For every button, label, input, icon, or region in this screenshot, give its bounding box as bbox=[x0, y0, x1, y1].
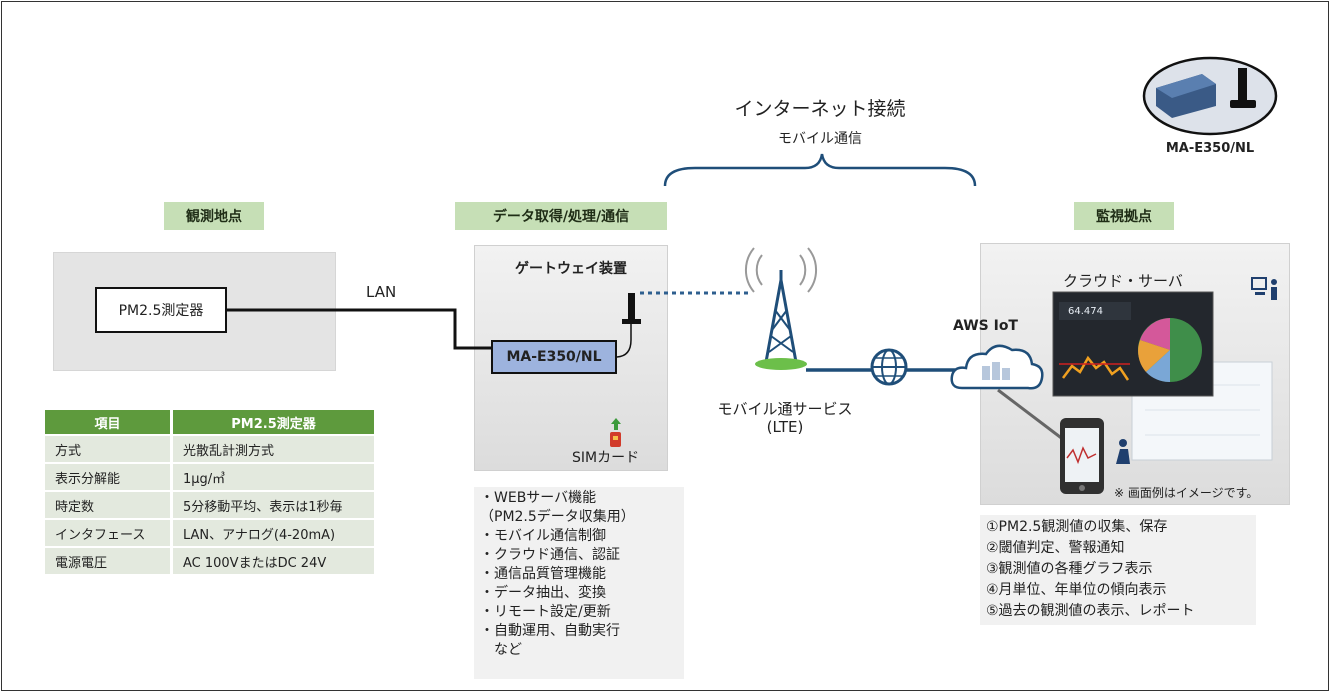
spec-value: 1µg/㎥ bbox=[170, 464, 374, 490]
spec-key: 方式 bbox=[45, 436, 170, 462]
mobile-service-lte: (LTE) bbox=[766, 418, 804, 436]
dashboard-value: 64.474 bbox=[1068, 306, 1103, 317]
spec-header-sensor: PM2.5測定器 bbox=[170, 410, 374, 434]
cell-tower-icon bbox=[744, 247, 818, 370]
list-item: など bbox=[480, 642, 522, 658]
table-row: 電源電圧 AC 100VまたはDC 24V bbox=[45, 548, 374, 574]
list-item: ・自動運用、自動実行 bbox=[480, 623, 620, 639]
mobile-service-label: モバイル通サービス bbox=[717, 400, 853, 418]
section-label-observation: 観測地点 bbox=[164, 202, 264, 230]
section-label-monitoring: 監視拠点 bbox=[1074, 202, 1174, 230]
monitoring-graphics bbox=[950, 277, 1277, 494]
list-item: ④月単位、年単位の傾向表示 bbox=[986, 582, 1167, 598]
table-row: 表示分解能 1µg/㎥ bbox=[45, 464, 374, 490]
pm25-sensor-box: PM2.5測定器 bbox=[95, 287, 227, 333]
sim-card-label: SIMカード bbox=[572, 450, 640, 466]
list-item: ③観測値の各種グラフ表示 bbox=[986, 561, 1153, 577]
spec-value: AC 100VまたはDC 24V bbox=[170, 548, 374, 574]
monitoring-functions-list: ①PM2.5観測値の収集、保存 ②閾値判定、警報通知 ③観測値の各種グラフ表示 … bbox=[980, 515, 1256, 625]
internet-title: インターネット接続 bbox=[734, 98, 906, 120]
table-row: インタフェース LAN、アナログ(4-20mA) bbox=[45, 520, 374, 546]
internet-brace bbox=[663, 153, 977, 187]
spec-header-item: 項目 bbox=[45, 410, 170, 434]
section-label-data-processing: データ取得/処理/通信 bbox=[455, 202, 667, 230]
cloud-icon bbox=[950, 344, 1044, 390]
table-row: 時定数 5分移動平均、表示は1秒毎 bbox=[45, 492, 374, 518]
internet-subtitle: モバイル通信 bbox=[778, 131, 862, 147]
spec-table-header: 項目 PM2.5測定器 bbox=[45, 410, 374, 434]
spec-key: 表示分解能 bbox=[45, 464, 170, 490]
spec-value: 光散乱計測方式 bbox=[170, 436, 374, 462]
spec-key: インタフェース bbox=[45, 520, 170, 546]
spec-value: 5分移動平均、表示は1秒毎 bbox=[170, 492, 374, 518]
spec-key: 電源電圧 bbox=[45, 548, 170, 574]
smartphone-icon bbox=[1060, 418, 1104, 494]
gateway-device-logo bbox=[1142, 56, 1278, 136]
operator-icon bbox=[1251, 277, 1277, 300]
globe-icon bbox=[870, 348, 908, 386]
list-item: ・クラウド通信、認証 bbox=[480, 547, 620, 563]
spec-value: LAN、アナログ(4-20mA) bbox=[170, 520, 374, 546]
gateway-title: ゲートウェイ装置 bbox=[515, 261, 627, 277]
table-row: 方式 光散乱計測方式 bbox=[45, 436, 374, 462]
list-item: ・データ抽出、変換 bbox=[480, 585, 606, 601]
list-item: ・モバイル通信制御 bbox=[480, 528, 606, 544]
gateway-functions-list: ・WEBサーバ機能 （PM2.5データ収集用） ・モバイル通信制御 ・クラウド通… bbox=[474, 487, 684, 679]
pm25-spec-table: 項目 PM2.5測定器 方式 光散乱計測方式 表示分解能 1µg/㎥ 時定数 5… bbox=[45, 408, 374, 576]
list-item: ①PM2.5観測値の収集、保存 bbox=[986, 519, 1168, 535]
list-item: ・WEBサーバ機能 bbox=[480, 490, 597, 506]
device-logo-label: MA-E350/NL bbox=[1165, 141, 1255, 156]
list-item: ・リモート設定/更新 bbox=[480, 604, 611, 620]
cloud-server-label: クラウド・サーバ bbox=[1063, 272, 1183, 290]
list-item: ⑤過去の観測値の表示、レポート bbox=[986, 603, 1195, 619]
screen-example-note: ※ 画面例はイメージです。 bbox=[1114, 486, 1259, 500]
list-item: ②閾値判定、警報通知 bbox=[986, 540, 1125, 556]
list-item: （PM2.5データ収集用） bbox=[480, 509, 635, 525]
gateway-device-box: MA-E350/NL bbox=[491, 340, 617, 374]
spec-key: 時定数 bbox=[45, 492, 170, 518]
list-item: ・通信品質管理機能 bbox=[480, 566, 606, 582]
aws-iot-label: AWS IoT bbox=[953, 318, 1018, 334]
lan-label: LAN bbox=[366, 283, 397, 301]
